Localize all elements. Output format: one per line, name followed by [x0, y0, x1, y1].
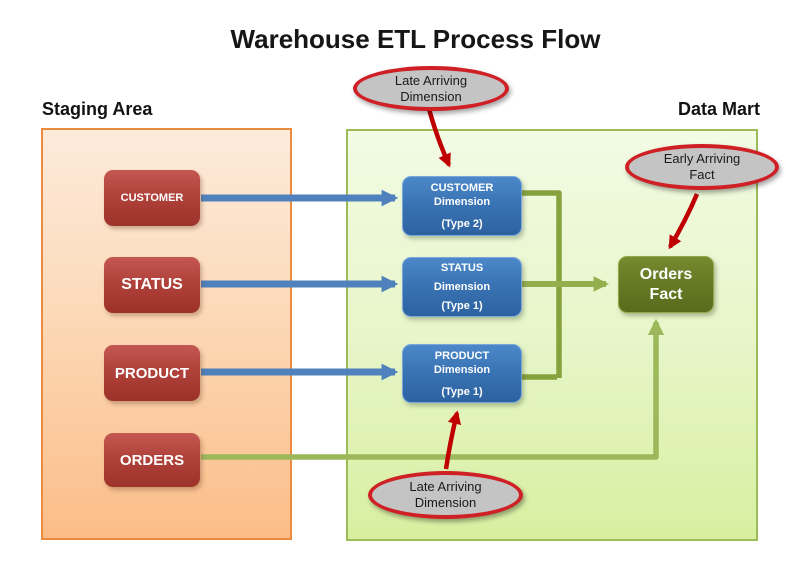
dimension-name: CUSTOMER — [430, 182, 494, 194]
callout-text-line2: Dimension — [414, 495, 477, 510]
staging-area-label: Staging Area — [42, 99, 153, 119]
callout-text-line2: Fact — [689, 167, 715, 182]
dimension-type: (Type 2) — [441, 218, 483, 230]
staging-table-product: PRODUCT — [104, 345, 200, 401]
dimension-name: STATUS — [440, 262, 484, 274]
callout-text-line1: Early Arriving — [663, 151, 741, 166]
callout-text-line1: Late Arriving — [409, 479, 482, 494]
product-dimension-box: PRODUCT Dimension (Type 1) — [402, 344, 522, 403]
staging-table-orders: ORDERS — [104, 433, 200, 487]
dimension-word: Dimension — [433, 363, 491, 376]
callout-late-arriving-dimension-bottom: Late Arriving Dimension — [368, 471, 523, 519]
dimension-word: Dimension — [433, 281, 491, 293]
callout-late-arriving-dimension-top: Late Arriving Dimension — [353, 66, 509, 111]
data-mart-label: Data Mart — [677, 99, 760, 119]
customer-dimension-box: CUSTOMER Dimension (Type 2) — [402, 176, 522, 236]
fact-name: Orders — [639, 265, 693, 283]
page-title: Warehouse ETL Process Flow — [230, 24, 601, 54]
staging-table-status: STATUS — [104, 257, 200, 313]
dimension-name: PRODUCT — [434, 349, 490, 362]
dimension-type: (Type 1) — [441, 385, 483, 398]
fact-word: Fact — [649, 285, 683, 303]
dimension-word: Dimension — [433, 196, 491, 208]
callout-text-line2: Dimension — [400, 88, 462, 104]
callout-text-line1: Late Arriving — [394, 72, 468, 88]
staging-table-customer: CUSTOMER — [104, 170, 200, 226]
dimension-type: (Type 1) — [441, 300, 483, 312]
orders-fact-box: Orders Fact — [618, 256, 714, 313]
callout-early-arriving-fact: Early Arriving Fact — [625, 144, 779, 190]
status-dimension-box: STATUS Dimension (Type 1) — [402, 257, 522, 317]
